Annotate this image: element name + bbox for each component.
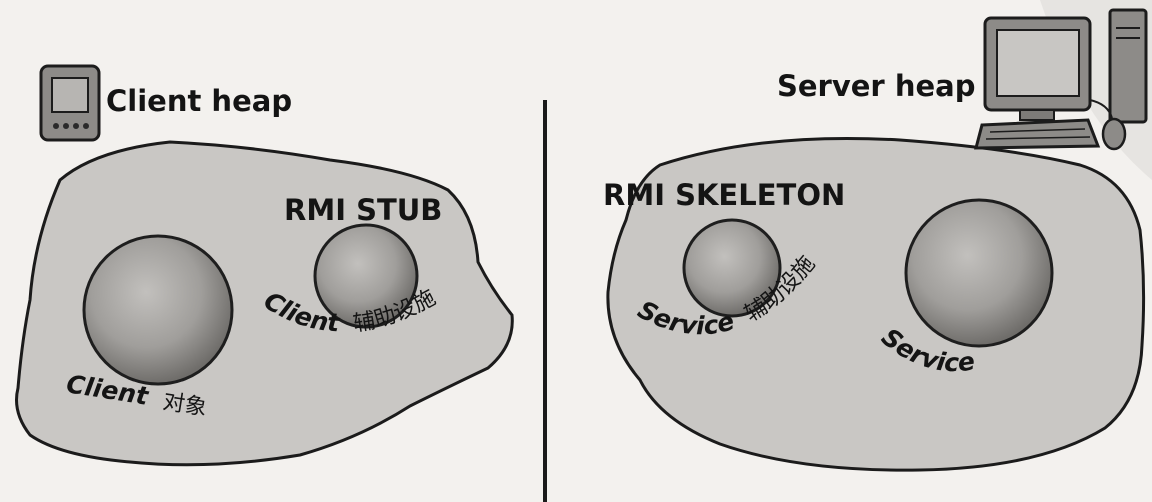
pda-icon bbox=[41, 66, 99, 140]
service-object-sphere bbox=[906, 200, 1052, 346]
client-object-sphere bbox=[84, 236, 232, 384]
client-heap-label: Client heap bbox=[106, 84, 292, 118]
server-heap-label: Server heap bbox=[777, 69, 975, 103]
rmi-stub-title: RMI STUB bbox=[284, 193, 442, 227]
rmi-skeleton-title: RMI SKELETON bbox=[603, 178, 845, 212]
desktop-computer-icon bbox=[976, 10, 1146, 149]
